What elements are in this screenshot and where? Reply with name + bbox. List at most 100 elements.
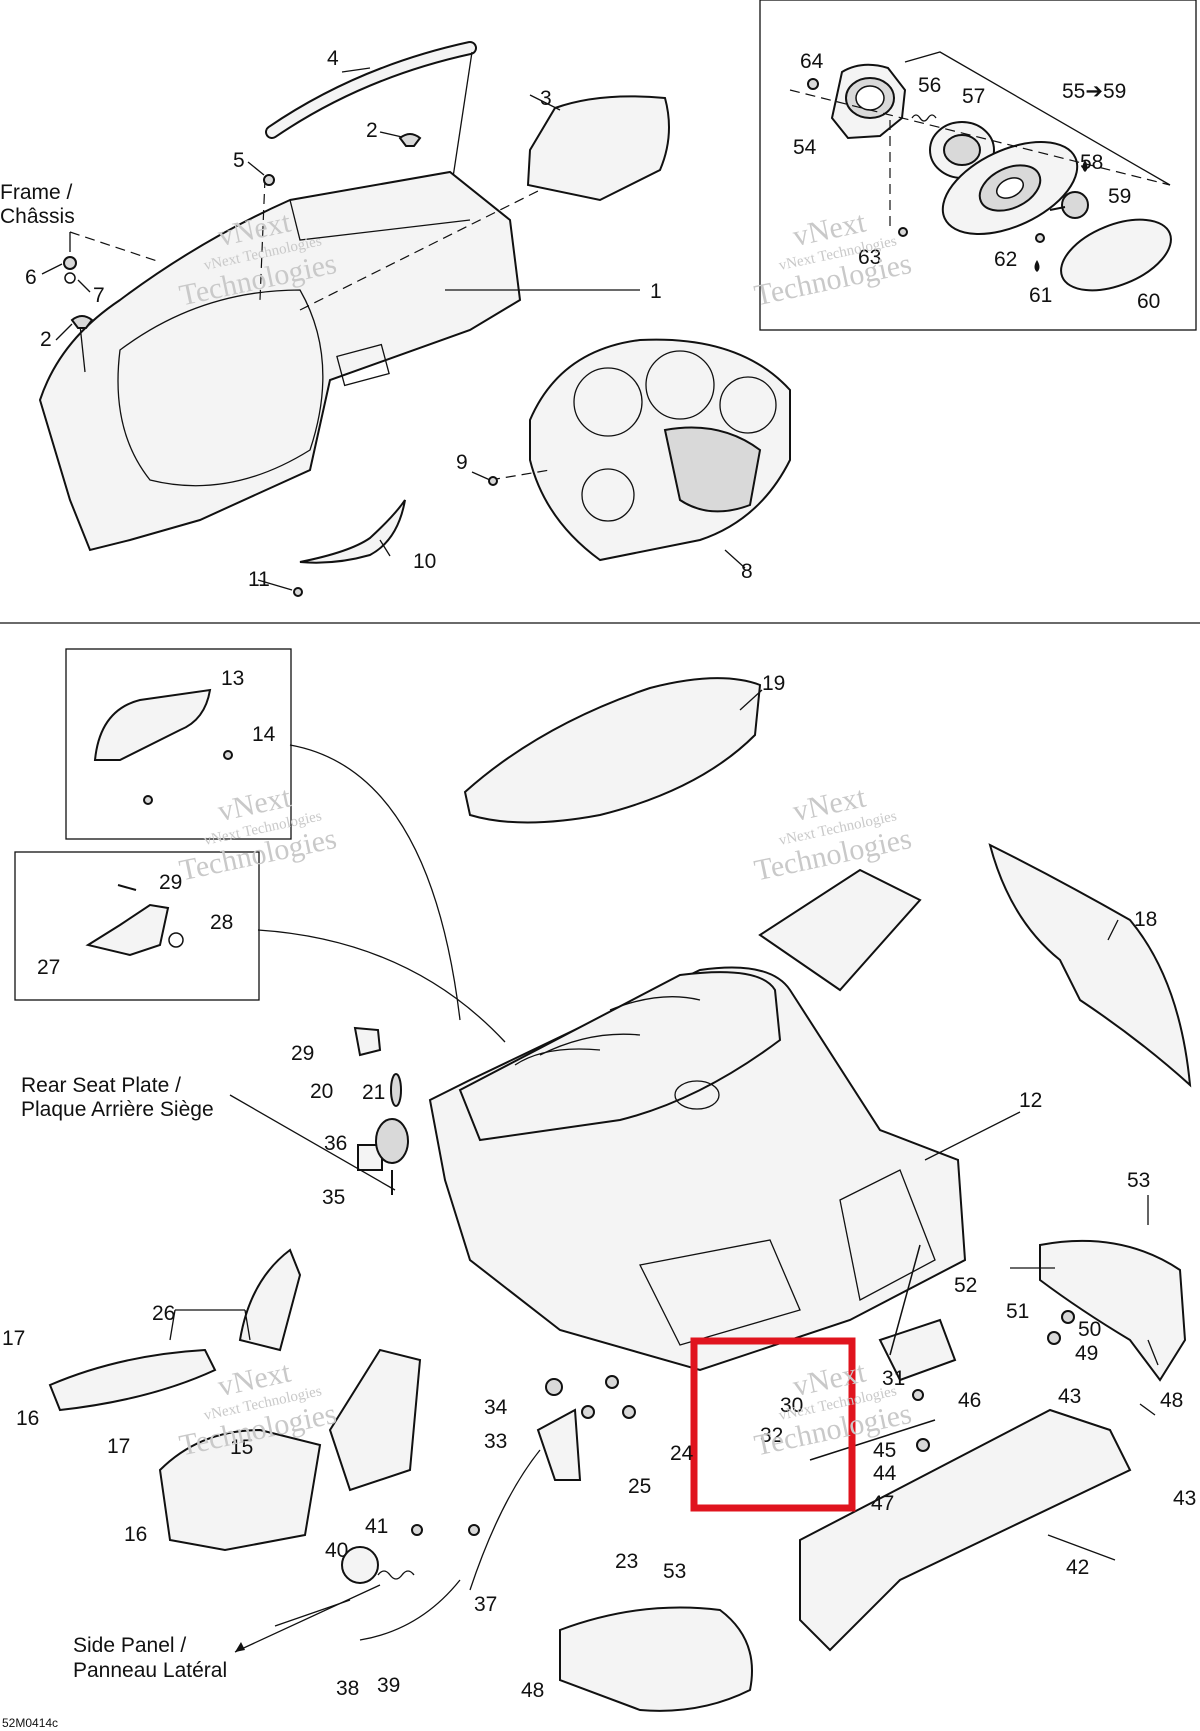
callout-25: 25 [628,1475,651,1498]
callout-14: 14 [252,723,276,746]
callout-6: 6 [25,266,37,289]
callout-31: 31 [882,1367,905,1390]
callout-21: 21 [362,1081,385,1104]
callout-62: 62 [994,248,1017,271]
trim-strip-part [299,499,406,564]
callout-38: 38 [336,1677,359,1700]
callout-43: 43 [1173,1487,1196,1510]
callout-15: 15 [230,1436,253,1459]
lower-left-parts [48,1026,422,1552]
inset-box-27 [14,851,260,1001]
inset-box-13 [65,648,292,840]
dash-panel-part [38,170,522,552]
callout-36: 36 [324,1132,347,1155]
callout-55-59: 55➔59 [1062,80,1126,103]
callout-29: 29 [159,871,182,894]
callout-16: 16 [124,1523,147,1546]
callout-4: 4 [327,47,339,70]
caption-frame-line1: Frame / [0,181,73,204]
callout-58: 58 [1080,151,1103,174]
caption-frame-line2: Châssis [0,205,75,228]
callout-34: 34 [484,1396,508,1419]
callout-47: 47 [871,1492,894,1515]
seat-cushion-part [463,677,762,824]
pad-part [526,95,670,202]
callout-43: 43 [1058,1385,1081,1408]
callout-11: 11 [248,568,270,591]
callout-12: 12 [1019,1089,1042,1112]
callout-50: 50 [1078,1318,1101,1341]
callout-44: 44 [873,1462,897,1485]
highlight-box [690,1337,856,1512]
callout-26: 26 [152,1302,175,1325]
gauge-bezel-part [529,338,791,562]
callout-54: 54 [793,136,817,159]
spring-part [911,114,937,122]
callout-32: 32 [760,1424,783,1447]
callout-51: 51 [1006,1300,1029,1323]
callout-57: 57 [962,85,985,108]
lower-middle-parts [341,1239,1187,1712]
callout-29: 29 [291,1042,314,1065]
callout-2: 2 [366,119,378,142]
callout-37: 37 [474,1593,497,1616]
callout-9: 9 [456,451,468,474]
rear-body-part [428,966,967,1372]
callout-23: 23 [615,1550,638,1573]
callout-labels: 1 2 2 3 4 5 6 7 8 9 10 11 54 55➔59 56 57… [2,47,1196,1702]
callout-10: 10 [413,550,436,573]
captions: Frame / Châssis Rear Seat Plate / Plaque… [0,181,381,1682]
inset-screws [807,78,1088,272]
callout-63: 63 [858,246,881,269]
speaker-inset-box [759,0,1197,331]
caption-side-panel-line1: Side Panel / [73,1634,186,1657]
top-left-screws [63,133,498,597]
callout-59: 59 [1108,185,1131,208]
callout-49: 49 [1075,1342,1098,1365]
callout-30: 30 [780,1394,803,1417]
bracket-27-part [85,903,170,957]
speaker-cover-part [1060,218,1172,292]
caption-rear-seat-line2: Plaque Arrière Siège [21,1098,214,1121]
callout-33: 33 [484,1430,507,1453]
side-panel-pointer [234,1584,381,1653]
inset-bracket [904,51,1171,186]
callout-60: 60 [1137,290,1160,313]
access-door-part [758,868,922,992]
callout-61: 61 [1029,284,1052,307]
callout-13: 13 [221,667,244,690]
speaker-plate-part [941,141,1079,235]
callout-17: 17 [107,1435,130,1458]
callout-20: 20 [310,1080,333,1103]
callout-42: 42 [1066,1556,1089,1579]
callout-39: 39 [377,1674,400,1697]
side-cover-part [988,843,1192,1088]
leader-lines [41,67,1159,1627]
callout-1: 1 [650,280,662,303]
callout-53: 53 [663,1560,686,1583]
callout-53: 53 [1127,1169,1150,1192]
callout-27: 27 [37,956,60,979]
top-left-dashed-lines [69,177,551,481]
callout-41: 41 [365,1515,388,1538]
callout-18: 18 [1134,908,1157,931]
callout-40: 40 [325,1539,348,1562]
callout-2: 2 [40,328,52,351]
callout-56: 56 [918,74,941,97]
callout-28: 28 [210,911,233,934]
caption-rear-seat-line1: Rear Seat Plate / [21,1074,181,1097]
callout-7: 7 [93,284,105,307]
callout-35: 35 [322,1186,345,1209]
callout-16: 16 [16,1407,39,1430]
callout-45: 45 [873,1439,896,1462]
callout-48: 48 [521,1679,544,1702]
callout-17: 17 [2,1327,25,1350]
speaker-housing-part [830,63,907,140]
callout-64: 64 [800,50,824,73]
inset-axis-line [789,89,1171,186]
callout-3: 3 [540,87,552,110]
callout-52: 52 [954,1274,977,1297]
callout-5: 5 [233,149,245,172]
callout-19: 19 [762,672,785,695]
